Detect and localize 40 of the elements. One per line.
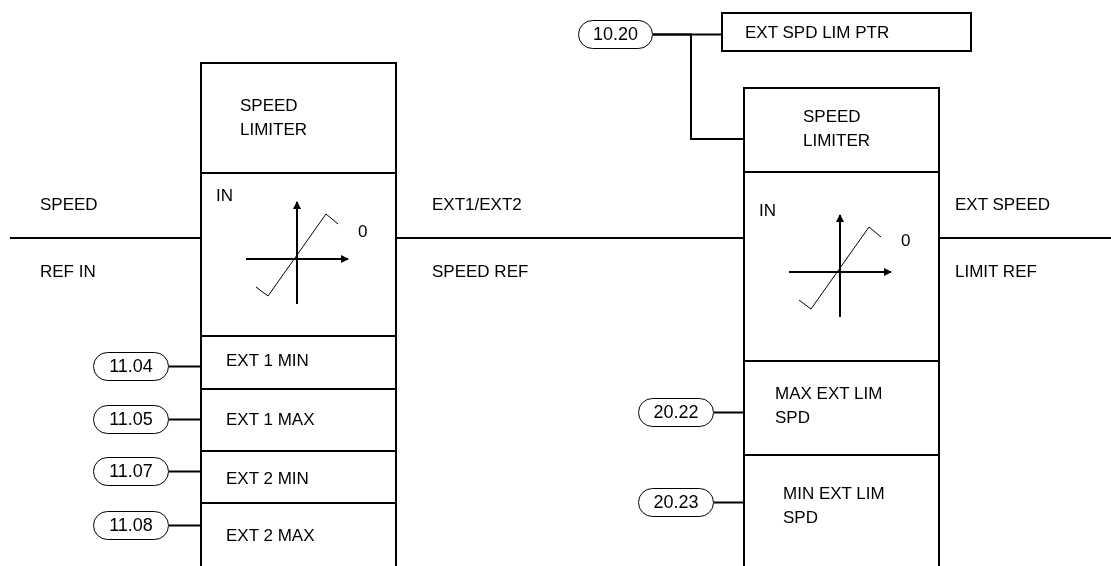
parameter-cell: [743, 454, 940, 566]
function-cell: [200, 172, 397, 337]
cell-label: SPEED LIMITER: [803, 106, 872, 152]
signal-label: EXT SPEED: [955, 195, 1051, 215]
signal-line: [396, 237, 744, 239]
port-label: IN: [216, 185, 233, 207]
signal-line: [9, 237, 201, 239]
signal-line: [168, 365, 201, 368]
cell-label: EXT 2 MIN: [226, 468, 309, 490]
parameter-cell: [200, 335, 397, 390]
signal-line: [168, 524, 201, 527]
cell-label: EXT 1 MAX: [226, 409, 315, 431]
signal-line: [652, 33, 744, 140]
signal-label: REF IN: [40, 262, 96, 282]
signal-label: SPEED: [40, 195, 98, 215]
signal-line: [168, 470, 201, 473]
parameter-cell: [743, 360, 940, 456]
signal-line: [713, 501, 744, 504]
cell-label: EXT SPD LIM PTR: [745, 22, 890, 44]
cell-label: MAX EXT LIM SPD: [775, 383, 884, 429]
parameter-cell: [200, 388, 397, 452]
signal-line: [713, 411, 744, 414]
pointer-box: [721, 12, 972, 52]
cell-label: EXT 1 MIN: [226, 350, 309, 372]
parameter-cell: [200, 502, 397, 566]
limit-label: 0: [901, 230, 911, 252]
signal-line: [939, 237, 1111, 239]
parameter-cell: [200, 450, 397, 504]
cell-label: MIN EXT LIM SPD: [783, 483, 886, 529]
cell-label: EXT 2 MAX: [226, 525, 315, 547]
signal-label: EXT1/EXT2: [432, 195, 522, 215]
signal-label: LIMIT REF: [955, 262, 1037, 282]
parameter-cell: [743, 87, 940, 173]
port-label: IN: [759, 200, 776, 222]
function-cell: [743, 171, 940, 362]
cell-label: SPEED LIMITER: [240, 95, 309, 141]
limit-label: 0: [358, 221, 368, 243]
parameter-cell: [200, 62, 397, 174]
signal-line: [168, 418, 201, 421]
signal-label: SPEED REF: [432, 262, 529, 282]
